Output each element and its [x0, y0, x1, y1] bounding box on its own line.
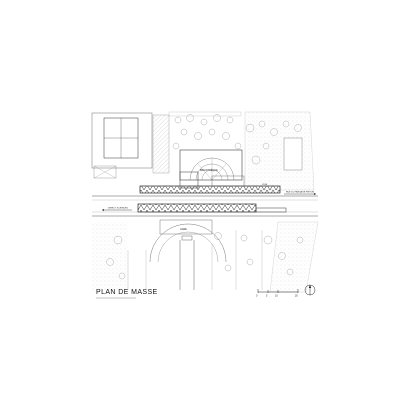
bottom-building-label: GARE [180, 228, 187, 231]
scale-tick-10: 10 [275, 295, 278, 298]
parking [127, 230, 263, 290]
left-road-label: DIRECT SCIENCES [108, 208, 128, 210]
trees-bottom [106, 232, 304, 280]
scale-tick-20: 20 [295, 295, 298, 298]
top-building: BIBLIOTHÈQUE [179, 149, 243, 181]
upper-truss-bridge: VOIE [139, 171, 281, 194]
scale-tick-0: 0 [256, 295, 258, 298]
plan-title: PLAN DE MASSE [96, 289, 158, 296]
scale-bar: 0 5 10 20 [256, 289, 298, 298]
lower-truss-bridge [137, 203, 287, 213]
track-label: VOIE [262, 184, 268, 186]
road-label-right: RUE DU PASSAGE PIETON [284, 191, 316, 195]
north-arrow-icon [304, 284, 316, 296]
sports-courts [91, 112, 153, 179]
hatched-platform [152, 111, 242, 174]
grass-zone-bottom-right [92, 221, 319, 293]
scale-tick-5: 5 [266, 295, 268, 298]
bottom-building: GARE [149, 219, 227, 290]
top-building-label: BIBLIOTHÈQUE [200, 169, 218, 172]
grass-zone-top-right [244, 111, 315, 191]
right-road-label: RUE DU PASSAGE PIETON [286, 191, 314, 194]
road-label-left: DIRECT SCIENCES [102, 208, 132, 211]
